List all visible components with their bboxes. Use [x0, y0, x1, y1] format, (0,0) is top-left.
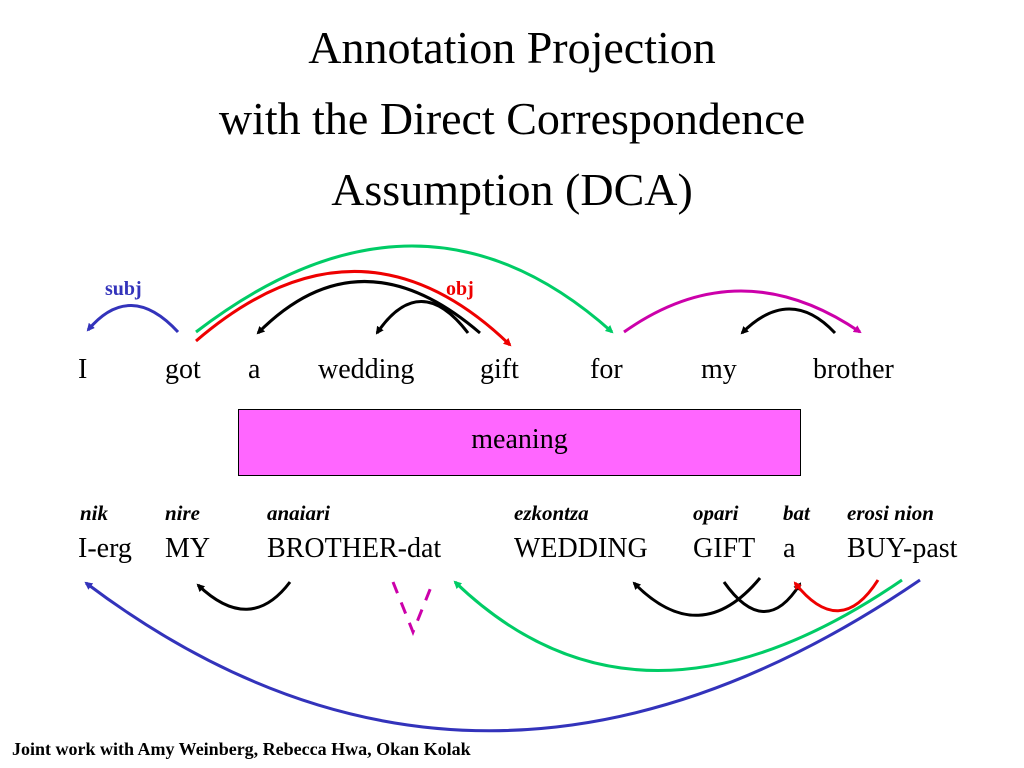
arc-buy-brother-eu	[453, 578, 903, 672]
arc-buy-gift-eu	[793, 579, 880, 613]
en-word-brother: brother	[813, 354, 894, 385]
title-line-2: with the Direct Correspondence	[218, 93, 806, 144]
eu-gloss-i-erg: I-erg	[78, 533, 132, 564]
credit-line: Joint work with Amy Weinberg, Rebecca Hw…	[12, 739, 471, 759]
arc-brother-my	[740, 307, 837, 335]
en-word-wedding: wedding	[318, 354, 415, 385]
dashed-missing-link	[391, 581, 435, 637]
eu-word-bat: bat	[783, 501, 810, 525]
eu-word-nik: nik	[80, 501, 109, 525]
eu-word-erosi-nion: erosi nion	[847, 501, 934, 525]
eu-word-opari: opari	[693, 501, 739, 525]
arc-for-brother	[623, 289, 862, 334]
eu-word-ezkontza: ezkontza	[514, 501, 589, 525]
meaning-label: meaning	[471, 424, 568, 455]
en-word-got: got	[165, 354, 201, 385]
eu-gloss-buy-past: BUY-past	[847, 533, 958, 564]
en-word-for: for	[590, 354, 623, 385]
arc-got-I	[86, 304, 180, 334]
title-line-1: Annotation Projection	[308, 22, 716, 73]
label-obj: obj	[446, 278, 474, 300]
title-line-3: Assumption (DCA)	[331, 164, 693, 215]
arc-gift-a	[256, 280, 481, 335]
arc-buy-ierg-eu	[84, 578, 921, 733]
label-subj: subj	[105, 278, 142, 300]
arc-got-gift	[195, 270, 512, 347]
en-word-i: I	[78, 354, 88, 385]
eu-gloss-a: a	[783, 533, 796, 564]
eu-gloss-my: MY	[165, 533, 211, 564]
arc-got-for	[195, 244, 614, 334]
eu-gloss-wedding: WEDDING	[514, 533, 648, 564]
arc-gift-wedding-eu	[632, 577, 762, 617]
arc-brother-my-eu	[196, 581, 292, 611]
arc-gift-wedding	[375, 300, 470, 335]
en-word-a: a	[248, 354, 261, 385]
eu-word-anaiari: anaiari	[267, 501, 331, 525]
eu-gloss-gift: GIFT	[693, 533, 756, 564]
meaning-box: meaning	[238, 409, 801, 476]
en-word-gift: gift	[480, 354, 519, 385]
en-word-my: my	[701, 354, 737, 385]
eu-word-nire: nire	[165, 501, 201, 525]
arc-gift-a-eu	[722, 581, 802, 613]
eu-gloss-brother-dat: BROTHER-dat	[267, 533, 442, 564]
